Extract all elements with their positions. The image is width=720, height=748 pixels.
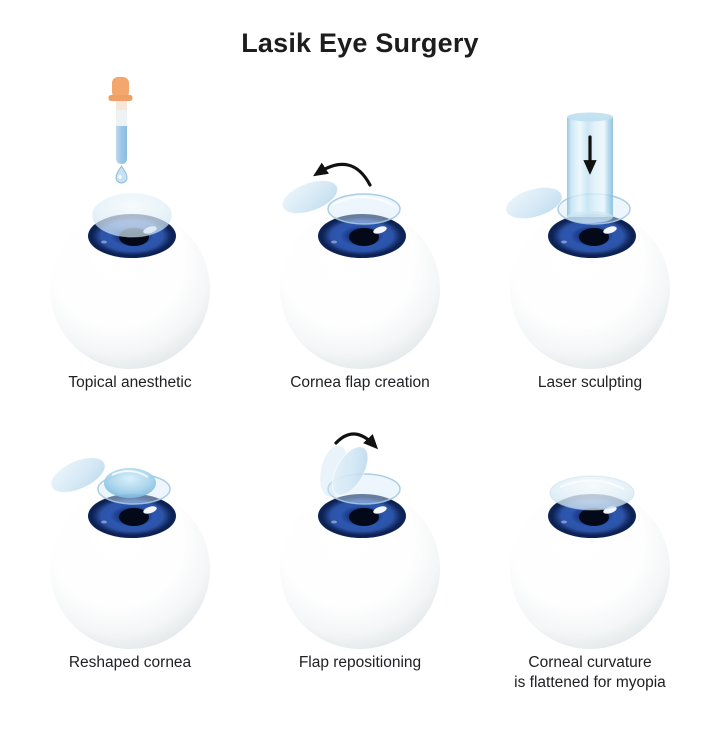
eyeball <box>50 457 210 649</box>
rotate-right-arrow-icon <box>334 432 379 450</box>
step-caption: Topical anesthetic <box>68 374 192 391</box>
step-flap-repositioning: Flap repositioning <box>245 393 475 693</box>
eyeball <box>280 180 440 369</box>
reshaped-cornea-illustration <box>50 457 210 649</box>
cornea-flap-creation-illustration <box>280 162 440 369</box>
corneal-flap <box>505 186 563 220</box>
step-topical-anesthetic: Topical anesthetic <box>15 59 245 393</box>
laser-sculpting-illustration <box>505 112 670 369</box>
laser-beam-icon <box>567 112 613 223</box>
reshaped-cornea-lens <box>104 468 156 498</box>
steps-row-1: Topical anesthetic Cornea flap creation <box>0 59 720 393</box>
lasik-infographic: Lasik Eye Surgery Topical anes <box>0 28 720 748</box>
steps-row-2: Reshaped cornea Flap repositioning <box>0 393 720 693</box>
step-cornea-flap-creation: Cornea flap creation <box>245 59 475 393</box>
flattened-cornea-illustration <box>510 475 670 649</box>
step-caption: Corneal curvature is flattened for myopi… <box>514 654 666 691</box>
rotate-left-arrow-icon <box>313 162 372 187</box>
step-caption: Laser sculpting <box>537 374 643 391</box>
corneal-flap <box>50 457 106 493</box>
flap-repositioning-illustration <box>280 432 440 649</box>
eye-dropper-icon <box>108 77 133 184</box>
topical-anesthetic-illustration <box>50 77 210 369</box>
droplet-icon <box>115 165 128 184</box>
eyeball <box>510 475 670 649</box>
step-reshaped-cornea: Reshaped cornea <box>15 393 245 693</box>
corneal-flap <box>281 180 339 214</box>
page-title: Lasik Eye Surgery <box>241 28 479 58</box>
step-laser-sculpting: Laser sculpting <box>475 59 705 393</box>
step-corneal-curvature-flattened: Corneal curvature is flattened for myopi… <box>475 393 705 693</box>
cornea-ring <box>327 193 401 225</box>
step-caption: Reshaped cornea <box>68 654 192 671</box>
cornea-dome <box>91 192 173 238</box>
eyeball <box>50 192 210 369</box>
step-caption: Cornea flap creation <box>290 374 430 391</box>
eyeball <box>280 445 440 649</box>
step-caption: Flap repositioning <box>298 654 422 671</box>
